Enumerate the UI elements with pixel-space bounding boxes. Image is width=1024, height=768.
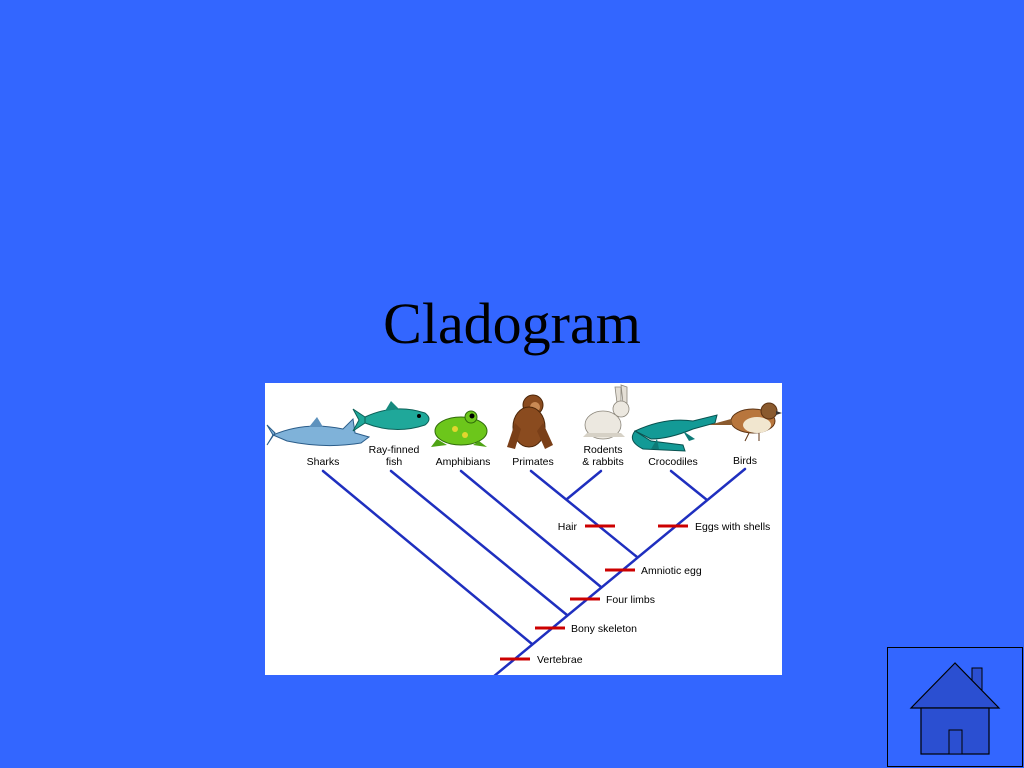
frog-icon: [431, 410, 488, 447]
branch-crocodiles: [669, 469, 709, 502]
trait-label-amniotic-egg: Amniotic egg: [641, 565, 702, 577]
taxon-label-ray-finned: Ray-finned: [369, 444, 420, 456]
taxon-label-sharks: Sharks: [307, 456, 340, 468]
branch-amphibians: [459, 469, 603, 589]
trait-label-bony-skeleton: Bony skeleton: [571, 623, 637, 635]
branch-sharks: [321, 469, 534, 646]
taxon-label-fish: fish: [386, 456, 403, 468]
taxon-label-birds: Birds: [733, 455, 757, 467]
shark-icon: [266, 417, 371, 447]
home-button[interactable]: [887, 647, 1023, 767]
home-icon: [909, 662, 1001, 755]
rabbit-icon: [583, 384, 630, 440]
slide-title: Cladogram: [383, 291, 641, 356]
branch-primates: [529, 469, 639, 559]
branch-ray-finned-fish: [389, 469, 569, 617]
taxon-label-rodents: Rodents: [583, 444, 622, 456]
taxon-label-amphibians: Amphibians: [436, 456, 491, 468]
bird-icon: [709, 402, 782, 442]
ape-icon: [507, 394, 553, 449]
branch-rodents: [565, 469, 603, 501]
trunk-branch: [493, 467, 747, 675]
trait-label-eggs-with-shells: Eggs with shells: [695, 521, 770, 533]
taxon-label-crocodiles: Crocodiles: [648, 456, 698, 468]
cladogram-diagram: Sharks Ray-finned fish Amphibians Primat…: [265, 383, 782, 675]
crocodile-icon: [631, 414, 718, 452]
trait-label-hair: Hair: [558, 521, 578, 533]
taxon-label-and-rabbits: & rabbits: [582, 456, 623, 468]
taxon-label-primates: Primates: [512, 456, 553, 468]
trait-label-vertebrae: Vertebrae: [537, 654, 583, 666]
fish-icon: [352, 401, 430, 432]
trait-label-four-limbs: Four limbs: [606, 594, 655, 606]
